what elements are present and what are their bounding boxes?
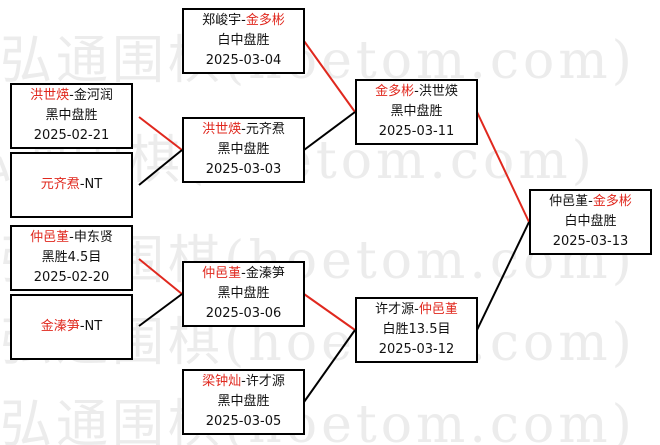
match-players: 金多彬-洪世煐 [375, 84, 458, 99]
match-result: 黑中盘胜 [217, 394, 270, 409]
match-date: 2025-03-06 [205, 306, 282, 321]
match-date: 2025-03-11 [378, 124, 455, 139]
match-result: 黑中盘胜 [390, 104, 443, 119]
player-2-name: 许才源 [245, 374, 285, 389]
player-2-name: NT [84, 177, 103, 192]
match-box-r2-2: 洪世煐-元齐焄 黑中盘胜 2025-03-03 [182, 117, 305, 183]
match-date: 2025-03-12 [378, 342, 455, 357]
player-2-name: 元齐焄 [245, 122, 285, 137]
match-result: 黑中盘胜 [217, 286, 270, 301]
player-1-name: 洪世煐 [30, 88, 70, 103]
match-box-r1-4: 金溱笋-NT [10, 294, 133, 360]
match-result: 黑中盘胜 [45, 108, 98, 123]
bracket-line [476, 221, 530, 331]
player-2-name: 金多彬 [245, 13, 285, 28]
player-1-name: 仲邑堇 [202, 266, 242, 281]
match-result: 白中盘胜 [217, 33, 270, 48]
match-box-r1-2: 元齐焄-NT [10, 152, 133, 218]
player-2-name: 金多彬 [592, 194, 632, 209]
match-players: 梁钟灿-许才源 [202, 374, 285, 389]
match-date: 2025-03-05 [205, 414, 282, 429]
player-2-name: 金溱笋 [245, 266, 285, 281]
match-players: 仲邑堇-申东贤 [30, 230, 113, 245]
match-result: 白胜13.5目 [382, 322, 451, 337]
match-players: 元齐焄-NT [40, 177, 103, 192]
match-result: 黑胜4.5目 [41, 250, 102, 265]
bracket-line [476, 111, 530, 223]
match-result: 黑中盘胜 [217, 142, 270, 157]
match-box-semifinal-1: 金多彬-洪世煐 黑中盘胜 2025-03-11 [355, 79, 478, 145]
player-1-name: 金溱笋 [40, 319, 80, 334]
match-players: 洪世煐-金河润 [30, 88, 113, 103]
bracket-line [138, 116, 183, 151]
match-players: 仲邑堇-金多彬 [549, 194, 632, 209]
player-1-name: 梁钟灿 [202, 374, 242, 389]
player-1-name: 洪世煐 [202, 122, 242, 137]
bracket-line [138, 149, 183, 186]
player-1-name: 元齐焄 [40, 177, 80, 192]
bracket-line [303, 293, 356, 331]
match-box-r2-4: 梁钟灿-许才源 黑中盘胜 2025-03-05 [182, 369, 305, 435]
bracket-line [138, 293, 183, 327]
match-players: 许才源-仲邑堇 [375, 302, 458, 317]
match-players: 洪世煐-元齐焄 [202, 122, 285, 137]
match-players: 仲邑堇-金溱笋 [202, 266, 285, 281]
match-date: 2025-03-13 [552, 234, 629, 249]
player-1-name: 金多彬 [375, 84, 415, 99]
match-box-r1-1: 洪世煐-金河润 黑中盘胜 2025-02-21 [10, 83, 133, 149]
player-2-name: NT [84, 319, 103, 334]
player-1-name: 仲邑堇 [30, 230, 70, 245]
player-1-name: 仲邑堇 [549, 194, 589, 209]
player-1-name: 郑峻宇 [202, 13, 242, 28]
match-date: 2025-02-20 [33, 270, 110, 285]
match-box-semifinal-2: 许才源-仲邑堇 白胜13.5目 2025-03-12 [355, 297, 478, 363]
match-date: 2025-02-21 [33, 128, 110, 143]
match-box-r2-1: 郑峻宇-金多彬 白中盘胜 2025-03-04 [182, 8, 305, 74]
match-box-final: 仲邑堇-金多彬 白中盘胜 2025-03-13 [529, 189, 652, 255]
match-players: 郑峻宇-金多彬 [202, 13, 285, 28]
match-players: 金溱笋-NT [40, 319, 103, 334]
player-2-name: 申东贤 [73, 230, 113, 245]
match-date: 2025-03-03 [205, 162, 282, 177]
player-1-name: 许才源 [375, 302, 415, 317]
player-2-name: 仲邑堇 [418, 302, 458, 317]
player-2-name: 金河润 [73, 88, 113, 103]
player-2-name: 洪世煐 [418, 84, 458, 99]
bracket-line [303, 329, 356, 403]
match-box-r2-3: 仲邑堇-金溱笋 黑中盘胜 2025-03-06 [182, 261, 305, 327]
match-date: 2025-03-04 [205, 53, 282, 68]
bracket-line [303, 111, 356, 151]
match-result: 白中盘胜 [564, 214, 617, 229]
match-box-r1-3: 仲邑堇-申东贤 黑胜4.5目 2025-02-20 [10, 225, 133, 291]
bracket-line [138, 258, 183, 295]
bracket-line [303, 40, 356, 113]
